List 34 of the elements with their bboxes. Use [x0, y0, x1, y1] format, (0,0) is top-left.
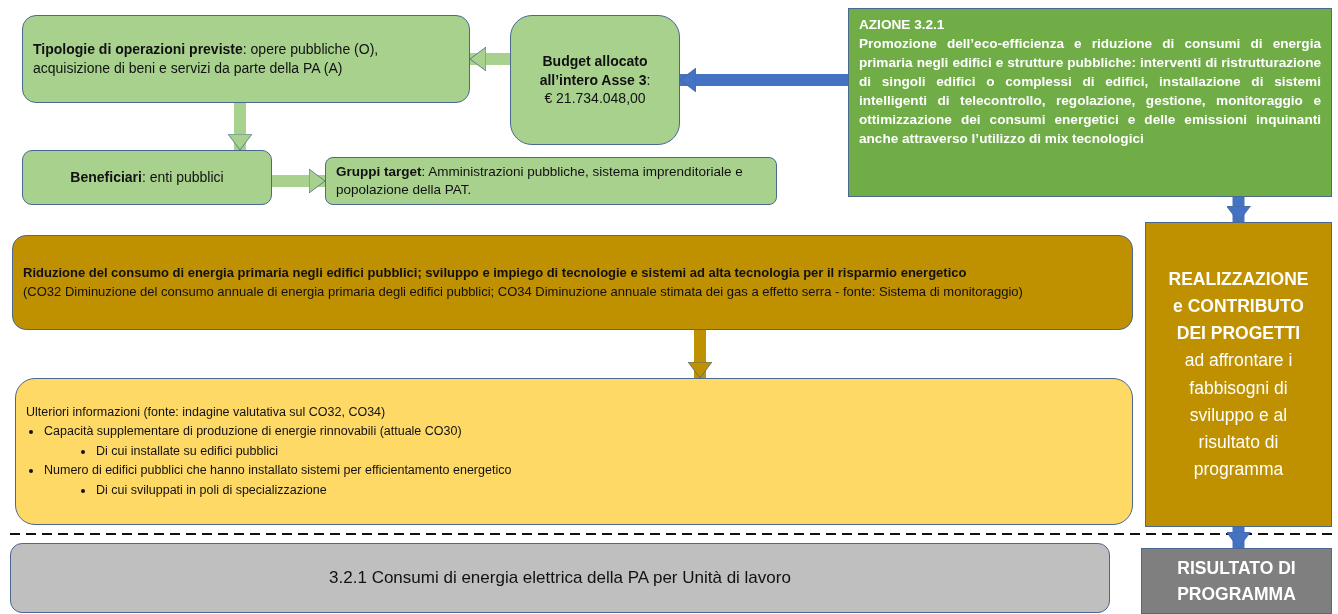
budget-box	[510, 15, 680, 145]
indicator-box	[10, 543, 1110, 613]
block-arrow	[272, 168, 326, 194]
operation-types-text: Tipologie di operazioni previste: opere pubbliche (O), acquisizione di beni e servizi da parte della PA (A)	[33, 40, 380, 78]
program-result-box	[1141, 548, 1332, 614]
program-result-text: RISULTATO DI PROGRAMMA	[1176, 556, 1297, 606]
process-box	[325, 157, 777, 205]
block-arrow	[1226, 527, 1251, 549]
block-arrow	[469, 46, 510, 72]
block-arrow	[687, 330, 713, 379]
result-heading: Riduzione del consumo di energia primaria negli edifici pubblici; sviluppo e impiego di tecnologie e sistemi ad alta tecnologia per il risparmio energetico	[23, 263, 968, 282]
action-box	[848, 8, 1332, 197]
contribution-description: ad affrontare i fabbisogni di sviluppo e al risultato di programma	[1183, 349, 1294, 481]
indicator-text: 3.2.1 Consumi di energia elettrica della PA per Unità di lavoro	[328, 566, 792, 589]
result-description: (CO32 Diminuzione del consumo annuale di energia primaria degli edifici pubblici; CO34 Diminuzione annuale stimata dei gas a effetto serra - fonte: Sistema di monitoraggio)	[23, 282, 1024, 301]
action-title: AZIONE 3.2.1	[859, 16, 946, 34]
process-box	[22, 150, 272, 205]
bullet-item: Capacità supplementare di produzione di energie rinnovabili (attuale CO30)	[44, 424, 462, 439]
info-box	[15, 378, 1133, 525]
beneficiaries-text: Beneficiari: enti pubblici	[69, 168, 225, 187]
action-description: Promozione dell’eco-efficienza e riduzione di consumi di energia primaria negli edifici e strutture pubbliche: interventi di ristrutturazione di singoli edifici o complessi di edifici, installazione di sistemi intelligenti di telecontrollo, regolazione, gestione, monitoraggio e ottimizzazione dei consumi energetici e delle emissioni inquinanti anche attraverso l’utilizzo di mix tecnologici	[859, 35, 1321, 149]
block-arrow	[1226, 197, 1251, 223]
bullet-item: Numero di edifici pubblici che hanno installato sistemi per efficientamento energetico	[44, 463, 512, 478]
target-groups-text: Gruppi target: Amministrazioni pubbliche, sistema imprenditoriale e popolazione della PAT.	[336, 162, 744, 199]
block-arrow	[227, 103, 253, 151]
process-box	[22, 15, 470, 103]
result-box	[12, 235, 1133, 330]
sub-bullet-item: Di cui installate su edifici pubblici	[96, 443, 279, 458]
sub-bullet-item: Di cui sviluppati in poli di specializzazione	[96, 482, 327, 497]
contribution-box	[1145, 222, 1332, 527]
budget-amount: € 21.734.048,00	[543, 89, 647, 109]
info-heading: Ulteriori informazioni (fonte: indagine valutativa sul CO32, CO34)	[26, 404, 387, 422]
block-arrow	[679, 67, 848, 93]
budget-label: Budget allocato all’intero Asse 3:	[538, 51, 652, 90]
